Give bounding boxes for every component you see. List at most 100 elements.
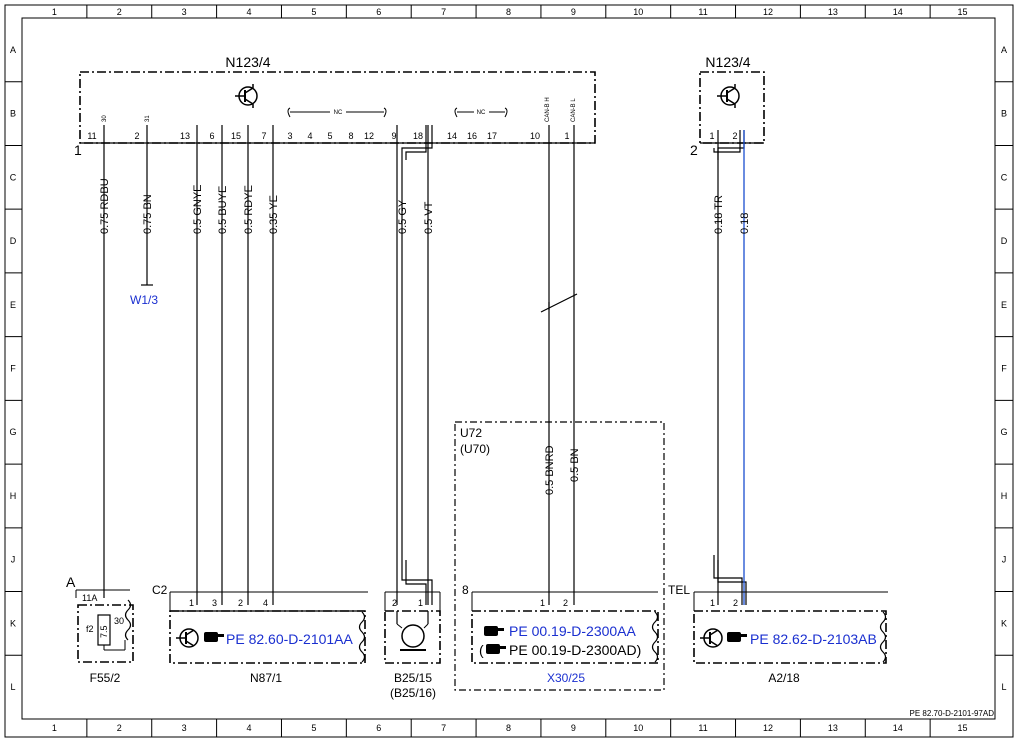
grid-column-label: 7 [441, 723, 446, 733]
connector-pin: 12 [364, 131, 374, 141]
module-right-pin-1: 1 [709, 131, 714, 141]
grid-row-label: A [10, 45, 16, 55]
wire-label: 0.5 BNRD [544, 445, 556, 495]
a2-ref-link[interactable]: PE 82.62-D-2103AB [750, 631, 877, 647]
grid-row-label: F [10, 364, 16, 374]
transistor-icon [176, 628, 199, 648]
grid-column-label: 14 [893, 7, 903, 17]
a2-name: A2/18 [768, 671, 800, 685]
connector-pin: 17 [487, 131, 497, 141]
grid-row-label: B [10, 109, 16, 119]
u72-box [454, 421, 665, 691]
connector-pin: 3 [287, 131, 292, 141]
u72-pin: 2 [563, 598, 568, 608]
can-l-label: CAN-B L [571, 98, 577, 122]
fuse-30: 30 [114, 616, 124, 626]
grid-column-label: 13 [828, 7, 838, 17]
grid-row-label: E [10, 300, 16, 310]
grid-column-label: 15 [958, 723, 968, 733]
coil-icon [396, 611, 429, 651]
b25-pin: 2 [392, 598, 397, 608]
grid-row-label: G [9, 427, 16, 437]
b25-box [384, 610, 441, 664]
grid-column-label: 4 [247, 723, 252, 733]
wire-label: 0.5 RDYE [243, 185, 255, 234]
grid-column-label: 5 [311, 723, 316, 733]
pin-30-label: 30 [102, 115, 108, 122]
wire-label: 0.35 YE [268, 195, 280, 234]
grid-column-label: 6 [376, 7, 381, 17]
grid-row-label: A [1001, 45, 1007, 55]
grid-column-label: 7 [441, 7, 446, 17]
fuse-pin-11a: 11A [82, 593, 97, 603]
connector-pin: 16 [467, 131, 477, 141]
grid-column-label: 3 [182, 7, 187, 17]
connector-pin: 2 [134, 131, 139, 141]
fuse-amp: 7.5 [99, 625, 109, 638]
u72-alt: (U70) [460, 442, 490, 456]
pin-31-label: 31 [145, 115, 151, 122]
grid-column-label: 9 [571, 723, 576, 733]
grid-column-label: 10 [633, 7, 643, 17]
n87-marker: C2 [152, 583, 168, 597]
grid-row-label: G [1000, 427, 1007, 437]
wire-label: 0.5 VT [423, 201, 435, 234]
nc-bracket-2: NC [454, 107, 508, 118]
grid-column-label: 12 [763, 7, 773, 17]
grid-columns: 1122334455667788991010111112121313141415… [52, 5, 968, 737]
wire-label: 0.75 RDBU [99, 178, 111, 234]
connector-pin: 11 [87, 131, 96, 141]
reference-hand-icon [727, 632, 747, 642]
u72-ref1-link[interactable]: PE 00.19-D-2300AA [509, 623, 637, 639]
wire-label: 0.5 GY [397, 199, 409, 234]
grid-row-label: H [1001, 491, 1008, 501]
fuse-name: F55/2 [90, 671, 121, 685]
transistor-icon [700, 628, 723, 648]
grid-column-label: 10 [633, 723, 643, 733]
fuse-f2: f2 [86, 624, 94, 634]
grid-column-label: 6 [376, 723, 381, 733]
frame-outer [4, 4, 1014, 738]
module-left-name: N123/4 [225, 54, 270, 70]
fuse-marker: A [66, 574, 76, 590]
n87-ref-link[interactable]: PE 82.60-D-2101AA [226, 631, 354, 647]
wire-label: 0.5 BN [569, 448, 581, 482]
n87-pin: 4 [263, 598, 268, 608]
grid-column-label: 8 [506, 7, 511, 17]
reference-hand-icon [484, 626, 504, 636]
grid-row-label: D [1001, 236, 1008, 246]
grid-row-label: B [1001, 109, 1007, 119]
connector-pin: 6 [209, 131, 214, 141]
u72-marker: 8 [462, 583, 469, 597]
grid-row-label: D [10, 236, 17, 246]
reference-hand-icon [486, 644, 506, 654]
document-id: PE 82.70-D-2101-97AD [910, 709, 995, 718]
wire-label: 0.18 [739, 213, 751, 234]
connector-pin: 1 [564, 131, 569, 141]
grid-column-label: 12 [763, 723, 773, 733]
u72-pin: 1 [540, 598, 545, 608]
ground-ref-link[interactable]: W1/3 [130, 293, 158, 307]
wire-label: 0.5 BUYE [217, 186, 229, 234]
grid-column-label: 2 [117, 7, 122, 17]
wire-label: 0.5 GNYE [192, 184, 204, 234]
grid-column-label: 5 [311, 7, 316, 17]
grid-row-label: C [1001, 172, 1008, 182]
x30-name-link[interactable]: X30/25 [547, 671, 585, 685]
wires [103, 125, 747, 605]
b25-pin: 1 [418, 598, 423, 608]
connector-pin: 10 [530, 131, 540, 141]
b25-name: B25/15 [394, 671, 432, 685]
nc-bracket-1: NC [287, 107, 387, 118]
grid-row-label: H [10, 491, 17, 501]
grid-column-label: 15 [958, 7, 968, 17]
connector-pin: 13 [180, 131, 190, 141]
a2-pin: 1 [710, 598, 715, 608]
module-right-marker: 2 [690, 142, 698, 158]
grid-row-label: F [1001, 364, 1007, 374]
u72-name: U72 [460, 426, 482, 440]
grid-row-label: K [10, 618, 16, 628]
connector-pin: 8 [348, 131, 353, 141]
